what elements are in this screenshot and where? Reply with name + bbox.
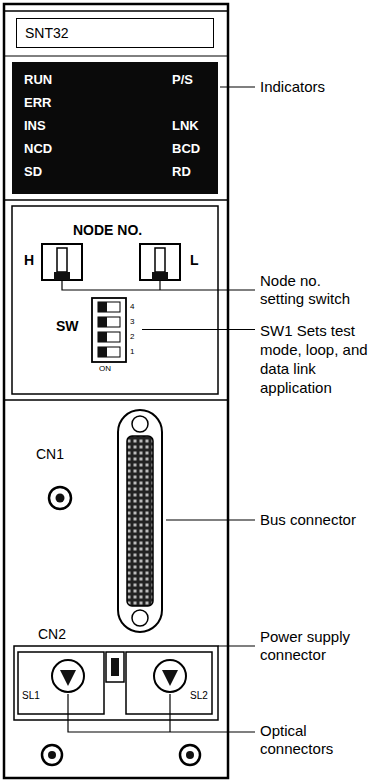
dip-slot: [98, 347, 120, 357]
dip-number: 2: [130, 332, 134, 341]
connector-name: CN1: [36, 446, 64, 462]
power-connector: [106, 652, 124, 682]
dip-switch: [92, 298, 126, 362]
screw: [49, 487, 71, 509]
optical-key: [60, 670, 76, 686]
indicator-name: NCD: [24, 141, 52, 156]
leader-line: [142, 329, 255, 330]
bus-connector: [118, 410, 162, 632]
unit-housing: [4, 4, 228, 778]
indicator-name: RD: [172, 164, 191, 179]
power-pin: [111, 658, 119, 676]
dip-number: 1: [130, 347, 134, 356]
optical-connector: [154, 660, 186, 692]
rotary-slot: [155, 248, 165, 272]
screw: [42, 745, 62, 765]
indicator-name: INS: [24, 118, 46, 133]
screw-center: [186, 751, 194, 759]
switch-name: SW: [56, 318, 79, 334]
callout-text: Power supply connector: [260, 628, 368, 664]
indicator-name: SD: [24, 164, 42, 179]
model-label: SNT32: [16, 18, 214, 48]
connector-end: [132, 416, 148, 432]
screw: [180, 745, 200, 765]
indicator-name: BCD: [172, 141, 200, 156]
indicator-name: P/S: [172, 72, 193, 87]
dip-slot: [98, 332, 120, 342]
connector-name: CN2: [38, 626, 66, 642]
optical-key: [162, 670, 178, 686]
indicator-name: RUN: [24, 72, 52, 87]
indicator-name: LNK: [172, 118, 199, 133]
port-name: SL2: [190, 690, 208, 702]
switch-letter: L: [190, 252, 199, 268]
switch-letter: H: [24, 252, 34, 268]
leader-line: [218, 645, 255, 646]
indicator-name: ERR: [24, 95, 51, 110]
section-line: [4, 199, 228, 201]
dip-number: 4: [130, 302, 134, 311]
optical-port: [18, 652, 104, 714]
cn2-frame: [14, 646, 218, 720]
port-name: SL1: [22, 690, 40, 702]
leader-line: [166, 519, 255, 520]
callout-text: SW1 Sets test mode, loop, and data link …: [260, 321, 368, 397]
dip-toggle: [98, 332, 107, 342]
dip-slot: [98, 302, 120, 312]
screw-center: [48, 751, 56, 759]
leader-line: [159, 280, 160, 290]
switch-panel: [12, 206, 218, 394]
dip-number: 3: [130, 317, 134, 326]
connector-end: [132, 610, 148, 626]
section-line: [4, 399, 228, 401]
model-name: SNT32: [25, 25, 69, 41]
leader-line: [68, 694, 255, 732]
rotary-switch: [42, 244, 82, 280]
callout-text: Node no. setting switch: [260, 272, 368, 308]
rotary-base: [152, 272, 168, 280]
callout-text: Optical connectors: [260, 722, 368, 758]
dip-toggle: [98, 347, 107, 357]
dip-toggle: [98, 317, 107, 327]
housing-edge: [4, 10, 228, 12]
rotary-switch: [140, 244, 180, 280]
callout-text: Indicators: [260, 78, 325, 95]
switch-heading: NODE NO.: [73, 222, 142, 238]
leader-line: [62, 280, 255, 290]
screw-center: [56, 494, 65, 503]
rotary-base: [54, 272, 70, 280]
leader-line: [220, 86, 255, 87]
housing-edge: [4, 56, 228, 57]
dip-toggle: [98, 302, 107, 312]
callout-text: Bus connector: [260, 511, 368, 529]
dip-slot: [98, 317, 120, 327]
optical-connector: [52, 660, 84, 692]
optical-port: [126, 652, 212, 714]
indicator-panel: RUN ERR INS NCD SD P/S LNK BCD RD: [12, 62, 218, 194]
leader-line: [169, 694, 170, 732]
dip-on-mark: ON: [99, 364, 111, 373]
rotary-slot: [57, 248, 67, 272]
connector-pins: [127, 436, 153, 606]
